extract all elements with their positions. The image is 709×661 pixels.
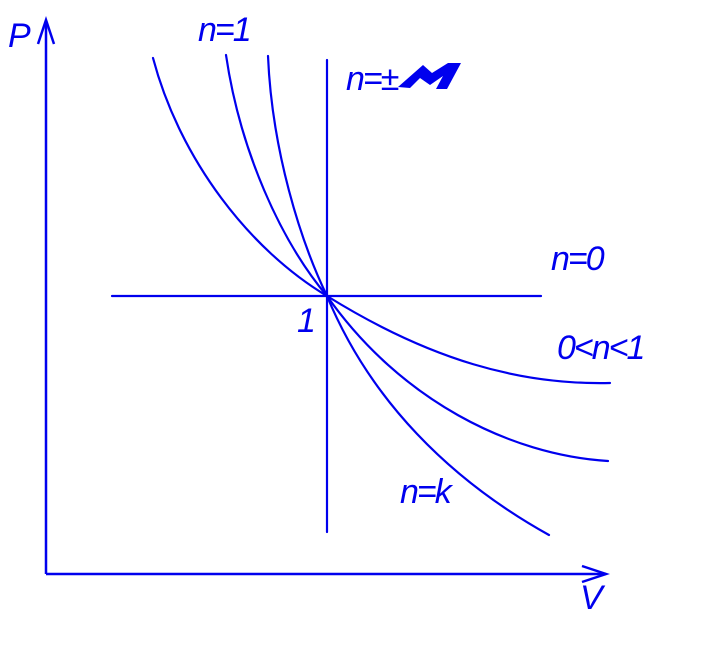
curve-adiabatic-upper [266, 54, 329, 298]
label-polytropic-range: 0<n<1 [557, 329, 644, 367]
label-isobaric: n=0 [551, 240, 605, 278]
label-adiabatic: n=k [400, 473, 454, 511]
curve-0-n-1-upper [151, 56, 329, 298]
point-1-label: 1 [297, 302, 314, 340]
label-isochoric: n=± [346, 60, 461, 98]
curve-0-n-1-lower [325, 294, 612, 385]
label-isochoric-prefix: n=± [346, 60, 399, 98]
x-axis-arrow-icon [581, 564, 610, 584]
curve-isothermal-lower [325, 294, 610, 463]
x-axis-label: V [580, 579, 606, 617]
axes [36, 16, 610, 584]
y-axis-arrow-icon [36, 16, 56, 45]
curve-adiabatic-lower [325, 294, 551, 537]
y-axis-label: P [8, 17, 31, 55]
curve-isothermal-upper [224, 53, 329, 298]
infinity-icon [398, 63, 461, 89]
label-isothermal: n=1 [198, 11, 250, 49]
